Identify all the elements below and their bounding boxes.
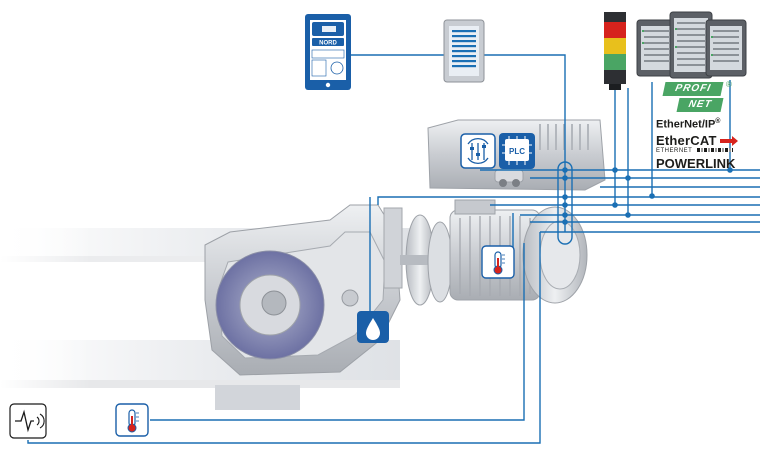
profinet-logo-top: PROFI — [662, 82, 724, 96]
vibration-sensor-icon — [9, 403, 47, 439]
ethernetip-registered-mark: ® — [715, 118, 721, 125]
plc-label: PLC — [509, 147, 525, 156]
control-panel — [443, 19, 485, 83]
profinet-registered-mark: ® — [726, 80, 732, 89]
oil-drop-icon — [357, 311, 389, 343]
ethernetip-logo: EtherNet/IP® — [656, 118, 756, 131]
ethernetip-text: EtherNet/IP — [656, 118, 716, 131]
app-label: NORD — [319, 41, 337, 47]
bus-bundle — [557, 161, 573, 245]
ethercat-text-a: Ether — [656, 133, 691, 148]
junction-dots — [562, 167, 733, 225]
hmi-panels — [636, 11, 747, 79]
profinet-logo: PROFI NET ® — [656, 80, 756, 116]
tablet: NORD — [305, 14, 351, 90]
plc-chip-icon: PLC — [499, 133, 535, 169]
powerlink-bar-icon — [697, 148, 734, 153]
ethercat-text-b: CAT — [690, 133, 717, 148]
adapter — [400, 214, 453, 306]
profinet-logo-bottom: NET — [676, 98, 724, 112]
ethercat-logo: EtherCAT — [656, 133, 756, 148]
signal-lines — [27, 54, 760, 444]
powerlink-logo: POWERLINK — [656, 156, 736, 171]
gearbox — [204, 204, 403, 376]
motor-thermometer-icon — [481, 245, 515, 279]
settings-sliders-icon — [460, 133, 496, 169]
ethercat-arrow-icon — [720, 136, 739, 146]
thermometer-icon — [115, 403, 149, 437]
signal-tower — [604, 12, 626, 90]
powerlink-prefix: ETHERNET — [656, 148, 756, 154]
